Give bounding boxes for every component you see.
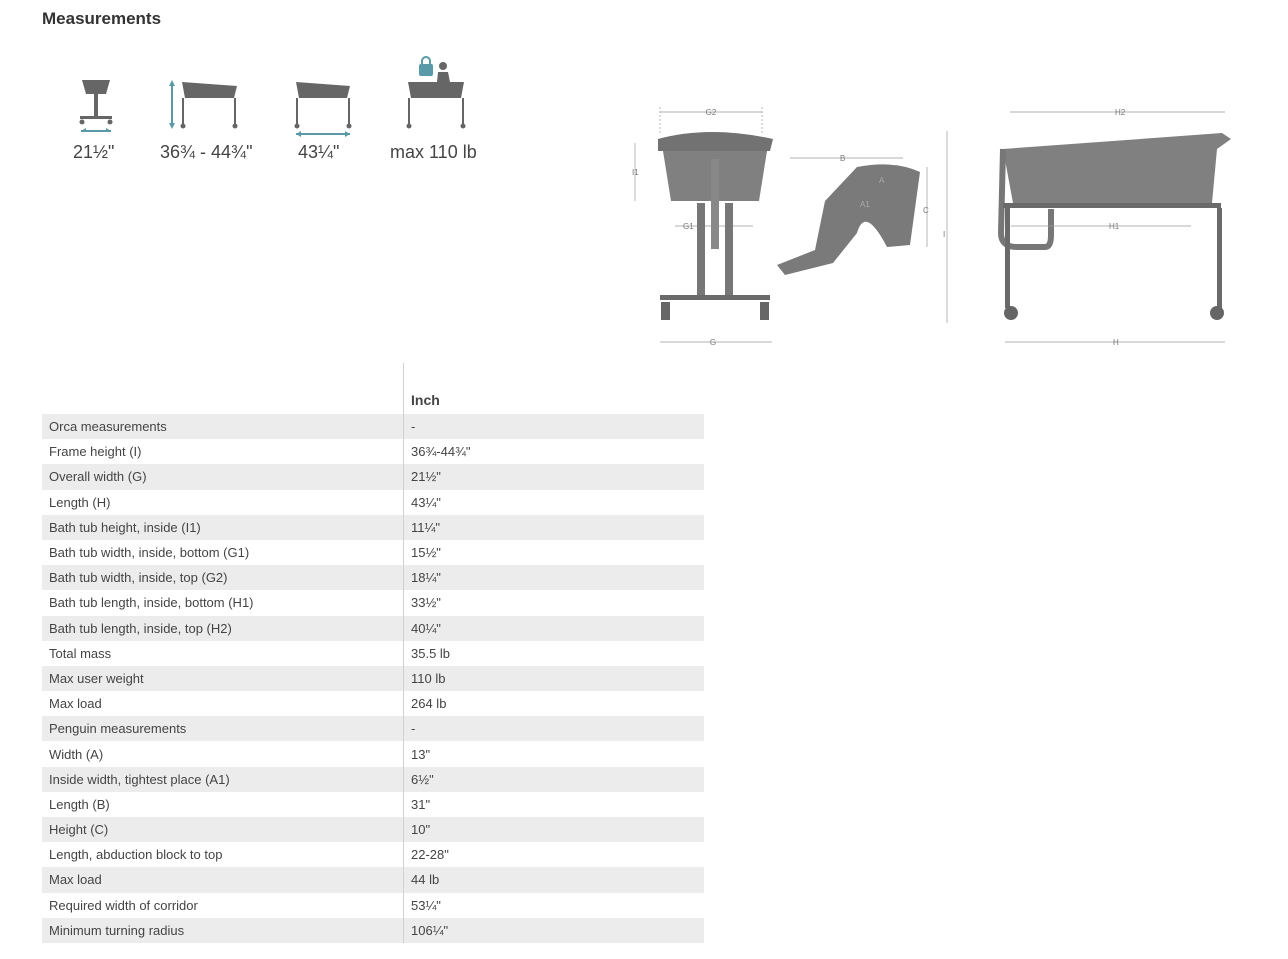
label-b: B <box>840 154 845 163</box>
table-header-cell <box>42 363 404 414</box>
table-header-row: Inch <box>42 363 704 414</box>
table-cell-label: Width (A) <box>42 741 404 767</box>
length-label: 43¼" <box>298 142 340 162</box>
table-cell-label: Inside width, tightest place (A1) <box>42 766 404 792</box>
table-cell-value: 40¼" <box>403 615 704 641</box>
table-row: Frame height (I) 36¾-44¾" <box>42 439 704 465</box>
table-cell-value: 35.5 lb <box>411 645 451 661</box>
table-cell-value: 53¼" <box>411 897 441 913</box>
table-cell-value: - <box>403 414 704 440</box>
table-row: Overall width (G)21½" <box>42 464 704 490</box>
table-row: Orca measurements- <box>42 414 704 440</box>
table-cell-label: Penguin measurements <box>42 716 404 742</box>
table-row: Bath tub width, inside, bottom (G1) 15½" <box>42 539 704 566</box>
label-h2: H2 <box>1115 108 1126 117</box>
table-cell-value: 110 lb <box>403 665 704 692</box>
table-cell-value: 13" <box>411 746 431 762</box>
label-h1: H1 <box>1109 222 1120 231</box>
table-row: Bath tub length, inside, top (H2)40¼" <box>42 615 704 641</box>
table-cell-value: - <box>403 716 704 742</box>
table-row: Length (B) 31" <box>42 791 704 817</box>
table-cell-label: Required width of corridor <box>42 892 404 918</box>
table-cell-label: Bath tub width, inside, bottom (G1) <box>42 539 404 566</box>
table-row: Length (H) 43¼" <box>42 489 704 515</box>
label-a1: A1 <box>860 200 870 209</box>
table-cell-value: 18¼" <box>403 565 704 591</box>
table-cell-value: 33½" <box>411 595 441 611</box>
label-c: C <box>923 206 929 215</box>
table-cell-label: Length, abduction block to top <box>42 842 404 868</box>
height-label: 36¾ - 44¾" <box>160 142 253 162</box>
dimension-diagram: G2 I1 G1 G B A A1 C H2 H1 I <box>632 107 1231 347</box>
table-cell-label: Bath tub height, inside (I1) <box>42 514 404 540</box>
table-cell-value: 31" <box>411 796 431 812</box>
table-cell-label: Length (H) <box>42 489 404 515</box>
page-title: Measurements <box>42 9 162 28</box>
table-cell-label: Max user weight <box>42 665 404 692</box>
table-cell-value: 22-28" <box>411 847 449 863</box>
length-icon <box>290 52 400 142</box>
table-cell-value: 11¼" <box>403 514 704 540</box>
table-cell-value: 36¾-44¾" <box>411 444 471 460</box>
table-cell-value: 21½" <box>403 464 704 490</box>
height-adjust-icon <box>162 52 272 142</box>
table-cell-label: Orca measurements <box>42 414 404 440</box>
table-row: Height (C)10" <box>42 817 704 843</box>
table-cell-value: 10" <box>403 817 704 843</box>
label-a: A <box>879 176 885 185</box>
measurements-table: Inch Orca measurements-Frame height (I)3… <box>42 363 704 943</box>
label-i1: I1 <box>632 168 639 177</box>
table-row: Width (A) 13" <box>42 741 704 767</box>
table-cell-label: Max load <box>42 691 404 717</box>
table-cell-label: Frame height (I) <box>42 439 404 465</box>
table-row: Total mass 35.5 lb <box>42 640 704 666</box>
label-g1: G1 <box>683 222 694 231</box>
label-g2: G2 <box>706 108 717 117</box>
table-cell-label: Minimum turning radius <box>42 917 404 943</box>
table-cell-label: Length (B) <box>42 791 404 817</box>
table-cell-value: 43¼" <box>411 494 441 510</box>
table-row: Inside width, tightest place (A1)6½" <box>42 766 704 792</box>
table-row: Required width of corridor 53¼" <box>42 892 704 918</box>
table-cell-value: 264 lb <box>411 696 447 712</box>
width-label: 21½" <box>73 142 115 162</box>
table-cell-label: Overall width (G) <box>42 464 404 490</box>
width-icon <box>62 52 172 142</box>
max-weight-label: max 110 lb <box>390 142 477 162</box>
table-row: Length, abduction block to top 22-28" <box>42 842 704 868</box>
table-cell-value: 6½" <box>403 766 704 792</box>
label-i: I <box>943 230 945 239</box>
table-row: Bath tub width, inside, top (G2)18¼" <box>42 565 704 591</box>
table-cell-label: Max load <box>42 867 404 893</box>
table-row: Max load 264 lb <box>42 691 704 717</box>
label-h: H <box>1113 338 1119 347</box>
table-cell-label: Total mass <box>42 640 404 666</box>
table-header-cell: Inch <box>411 392 440 408</box>
max-weight-icon <box>402 52 512 142</box>
table-row: Bath tub height, inside (I1)11¼" <box>42 514 704 540</box>
table-cell-value: 106¼" <box>403 917 704 943</box>
table-cell-label: Bath tub length, inside, top (H2) <box>42 615 404 641</box>
table-row: Bath tub length, inside, bottom (H1) 33½" <box>42 590 704 616</box>
table-cell-label: Height (C) <box>42 817 404 843</box>
table-row: Penguin measurements- <box>42 716 704 742</box>
table-cell-value: 15½" <box>411 545 441 561</box>
table-cell-value: 44 lb <box>403 867 704 893</box>
table-body: Orca measurements-Frame height (I)36¾-44… <box>42 414 704 943</box>
label-g: G <box>710 338 716 347</box>
table-cell-label: Bath tub width, inside, top (G2) <box>42 565 404 591</box>
table-cell-label: Bath tub length, inside, bottom (H1) <box>42 590 404 616</box>
